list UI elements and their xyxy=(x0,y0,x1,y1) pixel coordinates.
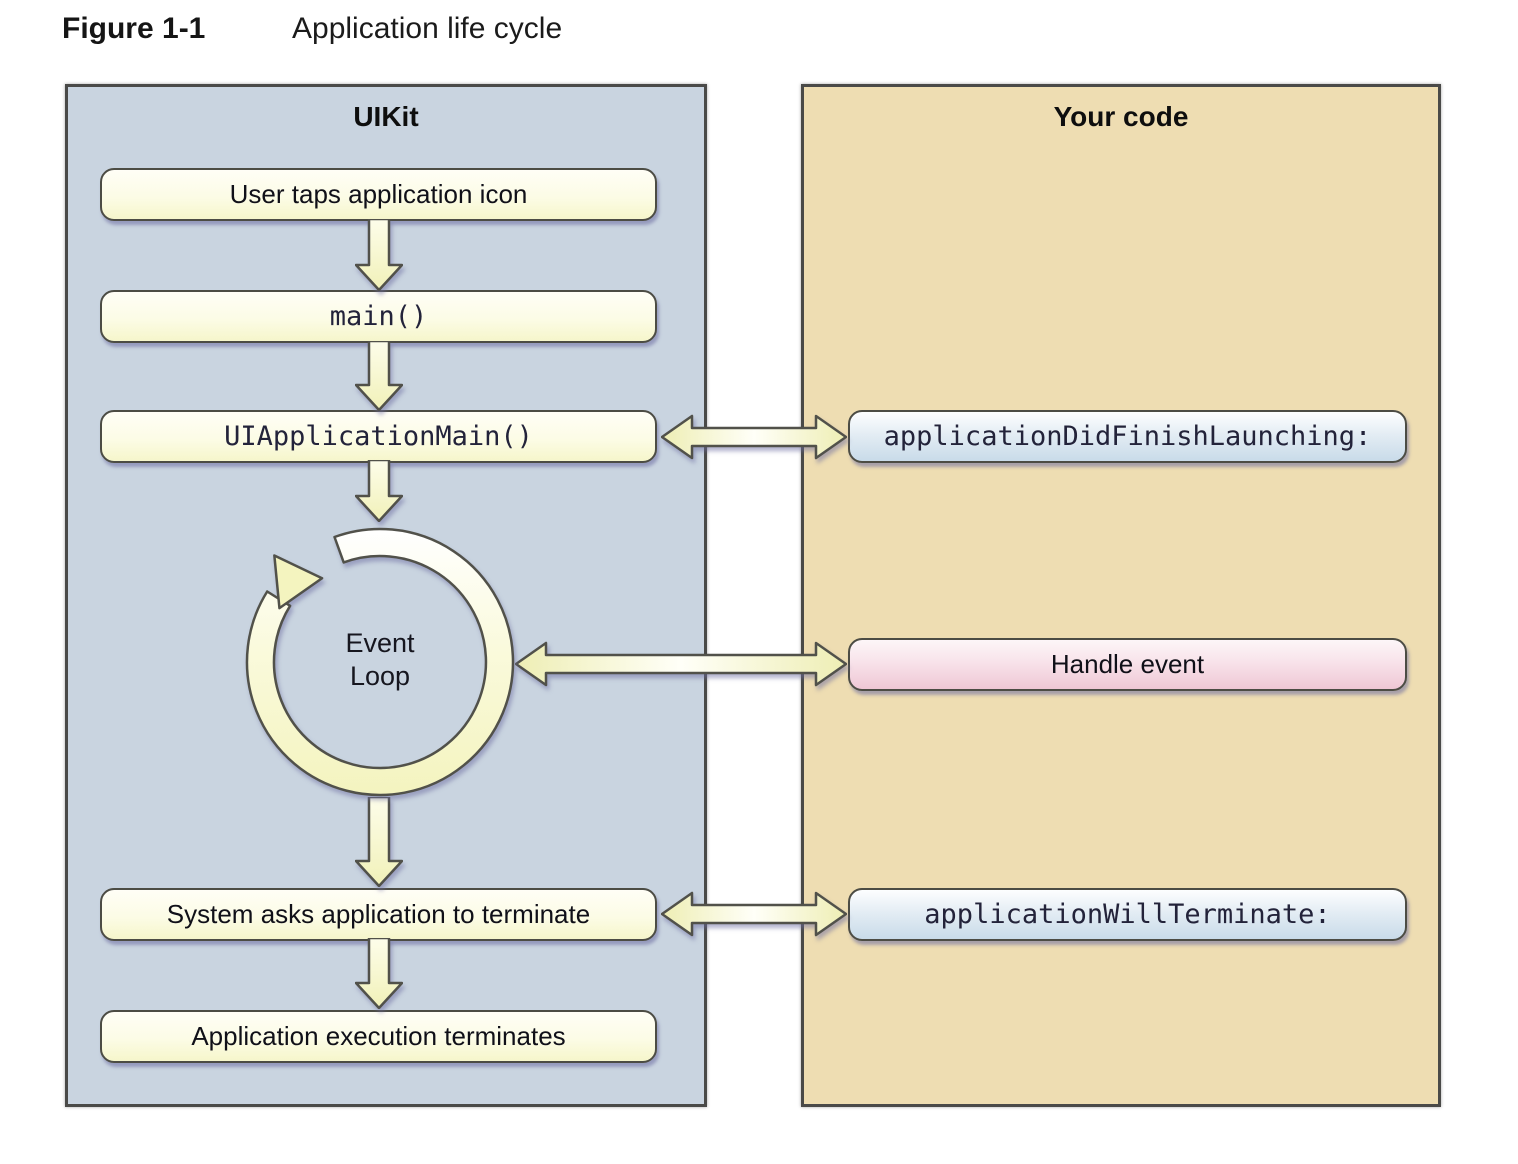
box-application-execution-terminates: Application execution terminates xyxy=(100,1010,657,1063)
event-loop-label-line2: Loop xyxy=(349,661,411,691)
box-application-execution-terminates-label: Application execution terminates xyxy=(191,1021,566,1051)
your-code-panel-title: Your code xyxy=(1053,101,1189,132)
your-code-panel: Your code xyxy=(801,84,1441,1107)
figure-label: Figure 1-1 xyxy=(62,12,206,45)
event-loop-label: Event Loop xyxy=(300,627,460,693)
double-arrow-system-asks-willterminate xyxy=(661,891,847,937)
box-handle-event-label: Handle event xyxy=(1050,649,1205,679)
double-arrow-event-loop-handle-event xyxy=(515,641,847,687)
box-application-will-terminate: applicationWillTerminate: xyxy=(848,888,1407,941)
box-did-finish-label: applicationDidFinishLaunching: xyxy=(883,421,1372,452)
uikit-panel-title: UIKit xyxy=(353,101,419,132)
box-user-taps-application-icon: User taps application icon xyxy=(100,168,657,221)
box-main-label: main() xyxy=(329,301,428,332)
figure-caption: Application life cycle xyxy=(292,12,563,45)
box-will-terminate-label: applicationWillTerminate: xyxy=(924,899,1331,930)
down-arrow-uiapplicationmain-to-event-loop xyxy=(355,460,403,522)
box-user-taps-label: User taps application icon xyxy=(229,179,528,209)
box-application-did-finish-launching: applicationDidFinishLaunching: xyxy=(848,410,1407,463)
event-loop-arrowhead-icon xyxy=(273,554,324,610)
down-arrow-main-to-uiapplicationmain xyxy=(355,341,403,411)
double-arrow-uiapplicationmain-didfinishlaunching xyxy=(661,414,847,460)
box-system-asks-terminate-label: System asks application to terminate xyxy=(166,899,591,929)
box-system-asks-terminate: System asks application to terminate xyxy=(100,888,657,941)
box-uiapplicationmain: UIApplicationMain() xyxy=(100,410,657,463)
event-loop-label-line1: Event xyxy=(345,628,415,658)
event-loop-ring xyxy=(245,527,515,797)
box-main: main() xyxy=(100,290,657,343)
box-handle-event: Handle event xyxy=(848,638,1407,691)
box-uiapplicationmain-label: UIApplicationMain() xyxy=(224,421,533,452)
down-arrow-taps-to-main xyxy=(355,219,403,291)
down-arrow-system-asks-to-terminates xyxy=(355,938,403,1009)
down-arrow-event-loop-to-system-asks xyxy=(355,797,403,887)
